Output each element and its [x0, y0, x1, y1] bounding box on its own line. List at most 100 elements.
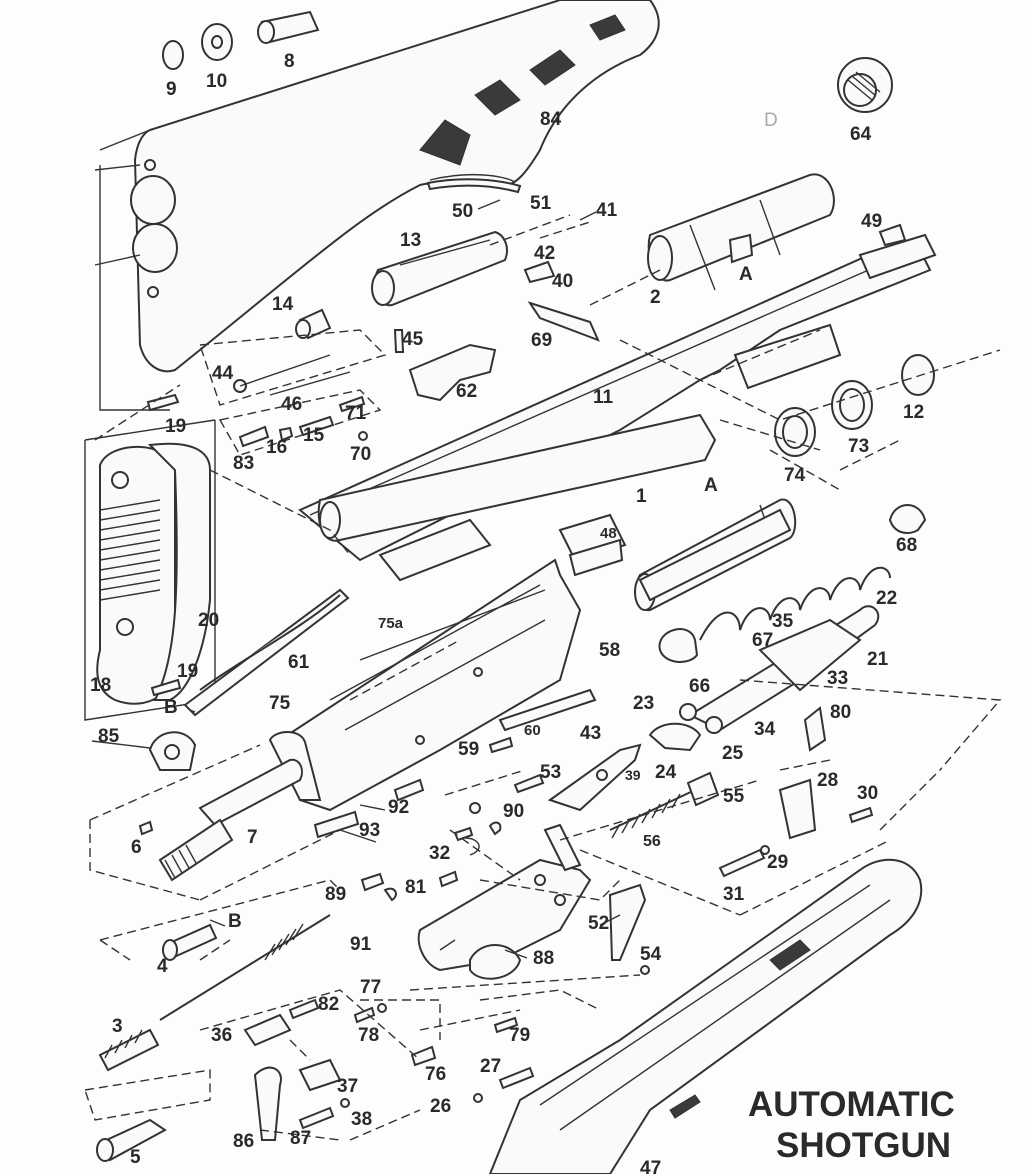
callout-48: 48: [600, 525, 617, 542]
callout-22: 22: [876, 588, 897, 609]
callout-92: 92: [388, 797, 409, 818]
callout-11: 11: [593, 387, 614, 408]
callout-82: 82: [318, 994, 339, 1015]
callout-88: 88: [533, 948, 554, 969]
callout-42: 42: [534, 243, 555, 264]
callout-13: 13: [400, 230, 421, 251]
callout-39: 39: [625, 767, 641, 783]
callout-26: 26: [430, 1096, 451, 1117]
callout-81: 81: [405, 877, 427, 898]
callout-89: 89: [325, 884, 346, 905]
callout-62: 62: [456, 381, 477, 402]
action-bar-parts: [138, 588, 350, 882]
callout-68: 68: [896, 535, 917, 556]
callout-53: 53: [540, 762, 561, 783]
callout-6: 6: [131, 837, 142, 858]
callout-75a: 75a: [378, 615, 404, 632]
callout-91: 91: [350, 934, 372, 955]
callout-90: 90: [503, 801, 524, 822]
callout-64: 64: [850, 124, 872, 145]
callout-3: 3: [112, 1016, 123, 1037]
callout-70: 70: [350, 444, 371, 465]
callout-32: 32: [429, 843, 450, 864]
callout-43: 43: [580, 723, 601, 744]
callout-50: 50: [452, 201, 473, 222]
bolt-parts: [233, 214, 600, 448]
callout-77: 77: [360, 977, 381, 998]
callout-12: 12: [903, 402, 924, 423]
callout-66: 66: [689, 676, 710, 697]
callout-37: 37: [337, 1076, 358, 1097]
hammer-and-links: [648, 605, 880, 840]
callout-59: 59: [458, 739, 479, 760]
callout-28: 28: [817, 770, 838, 791]
callout-19-top: 19: [165, 416, 186, 437]
callout-B-lower: B: [228, 911, 242, 932]
callout-23: 23: [633, 693, 654, 714]
callout-21: 21: [867, 649, 889, 670]
callout-2: 2: [650, 287, 661, 308]
callout-15: 15: [303, 425, 325, 446]
nut-and-washer-parts: [162, 10, 320, 70]
lower-parts: [96, 778, 535, 1162]
callout-36: 36: [211, 1025, 232, 1046]
callout-labels: 1 2 3 4 5 6 7 8 9 10 11 12 13 14 15 16 1…: [90, 51, 924, 1174]
callout-5: 5: [130, 1147, 141, 1168]
callout-18: 18: [90, 675, 111, 696]
bolt-sleeve: [647, 173, 835, 291]
callout-76: 76: [425, 1064, 446, 1085]
callout-A-mid: A: [704, 475, 718, 496]
callout-86: 86: [233, 1131, 254, 1152]
callout-60: 60: [524, 722, 541, 739]
callout-A-top: A: [739, 264, 753, 285]
callout-67: 67: [752, 630, 773, 651]
callout-34: 34: [754, 719, 776, 740]
callout-14: 14: [272, 294, 294, 315]
callout-38: 38: [351, 1109, 372, 1130]
callout-73: 73: [848, 436, 869, 457]
callout-30: 30: [857, 783, 878, 804]
callout-41: 41: [596, 200, 618, 221]
callout-49: 49: [861, 211, 882, 232]
assembly-leader-lines: [84, 269, 1002, 1141]
callout-83: 83: [233, 453, 254, 474]
callout-84: 84: [540, 109, 562, 130]
barrel-rings: [774, 354, 935, 457]
callout-51: 51: [530, 193, 552, 214]
stray-mark: D: [764, 110, 778, 131]
callout-27: 27: [480, 1056, 501, 1077]
diagram-title: AUTOMATIC SHOTGUN: [748, 1085, 955, 1165]
callout-46: 46: [281, 394, 302, 415]
callout-1: 1: [636, 486, 647, 507]
callout-56: 56: [643, 833, 661, 850]
callout-35: 35: [772, 611, 794, 632]
callout-16: 16: [266, 437, 287, 458]
callout-55: 55: [723, 786, 745, 807]
callout-52: 52: [588, 913, 609, 934]
callout-24: 24: [655, 762, 677, 783]
callout-9: 9: [166, 79, 177, 100]
callout-33: 33: [827, 668, 848, 689]
callout-71: 71: [345, 403, 367, 424]
knurled-ring: [837, 57, 893, 113]
butt-plate: [84, 393, 216, 721]
callout-20: 20: [198, 610, 219, 631]
callout-25: 25: [722, 743, 744, 764]
callout-58: 58: [599, 640, 620, 661]
callout-B-left: B: [164, 697, 178, 718]
callout-4: 4: [157, 956, 168, 977]
callout-45: 45: [402, 329, 424, 350]
callout-80: 80: [830, 702, 851, 723]
callout-87: 87: [290, 1128, 311, 1149]
callout-54: 54: [640, 944, 662, 965]
callout-31: 31: [723, 884, 745, 905]
callout-10: 10: [206, 71, 227, 92]
callout-75: 75: [269, 693, 291, 714]
title-line-2: SHOTGUN: [776, 1126, 951, 1165]
callout-19-bottom: 19: [177, 661, 198, 682]
callout-40: 40: [552, 271, 573, 292]
callout-74: 74: [784, 465, 806, 486]
callout-44: 44: [212, 363, 234, 384]
callout-69: 69: [531, 330, 552, 351]
